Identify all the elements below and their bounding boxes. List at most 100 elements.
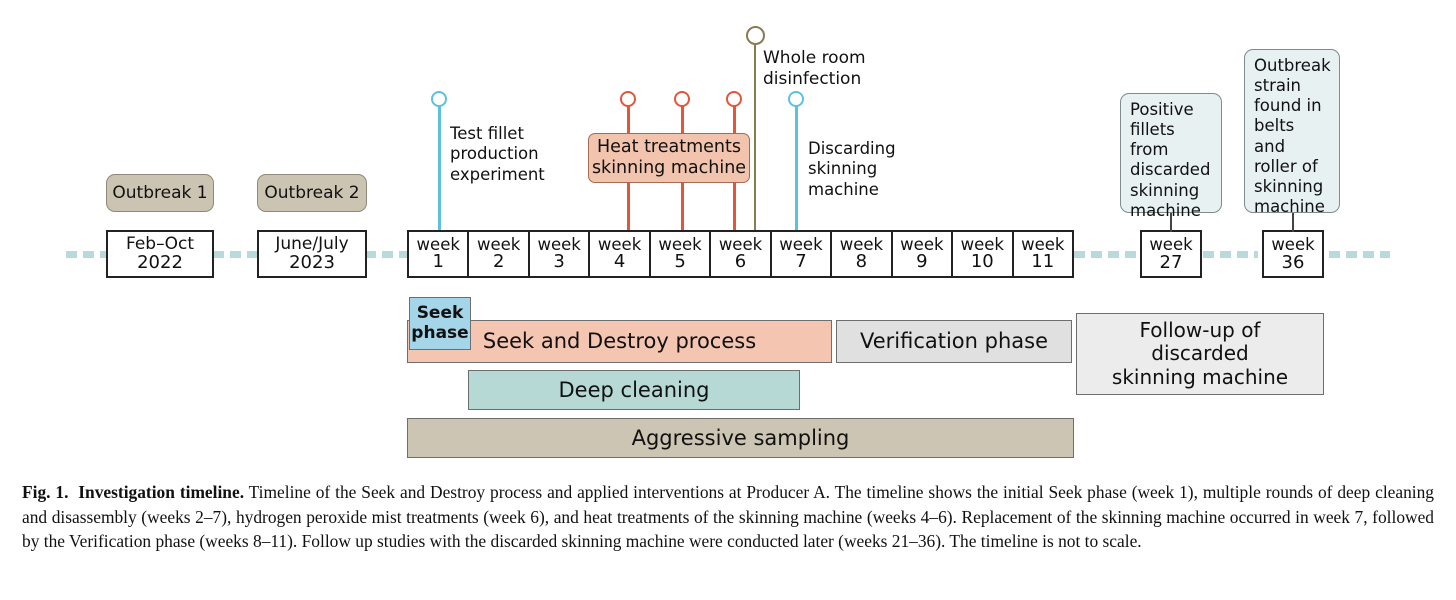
era-line-1: June/July	[275, 234, 349, 255]
week-label: week	[477, 235, 521, 255]
callout-line: Outbreak	[1254, 56, 1331, 75]
timeline-axis-segment-1	[213, 251, 259, 258]
timeline-axis-segment-4	[1203, 251, 1258, 258]
callout-line: discarded	[1130, 160, 1211, 180]
bar-seek-phase: Seek phase	[409, 297, 471, 350]
week-number: 2	[492, 251, 505, 273]
week-label: week	[658, 235, 702, 255]
week-number: 9	[916, 251, 928, 273]
outbreak-2-chip: Outbreak 2	[257, 174, 367, 212]
week-number: 11	[1031, 251, 1055, 273]
pin-head-circle-icon	[745, 26, 765, 45]
bar-label-line: Follow-up of	[1139, 318, 1261, 343]
callout-line: machine	[1254, 196, 1325, 216]
pin-label-line: Discarding	[808, 139, 896, 158]
pin-label-discarding-skinning-machine: Discarding skinning machine	[808, 139, 896, 200]
week-number: 10	[970, 251, 994, 273]
caption-body: Timeline of the Seek and Destroy process…	[22, 482, 1435, 552]
callout-stem-week-36	[1292, 212, 1294, 232]
callout-line: found in	[1254, 96, 1322, 116]
pin-label-line: experiment	[450, 164, 545, 184]
callout-line: fillets from	[1130, 120, 1175, 160]
pin-head-circle-icon	[726, 91, 743, 107]
callout-week-36: Outbreak strain found in belts and rolle…	[1244, 49, 1340, 216]
week-number: 8	[855, 251, 868, 273]
pin-label-whole-room-disinfection: Whole room disinfection	[763, 48, 866, 90]
pin-stem	[438, 106, 441, 230]
callout-line: machine	[1130, 200, 1201, 220]
week-number: 1	[432, 251, 444, 273]
bar-label-line: discarded	[1151, 341, 1249, 366]
pin-head-circle-icon	[431, 91, 448, 107]
bar-deep-cleaning: Deep cleaning	[468, 370, 800, 410]
week-box-27: week 27	[1140, 230, 1202, 278]
callout-stem-week-27	[1170, 212, 1172, 232]
week-number: 36	[1281, 252, 1305, 274]
pin-label-line: Test fillet	[450, 124, 524, 143]
era-box-feb-oct-2022: Feb–Oct 2022	[106, 230, 214, 278]
week-label: week	[960, 235, 1004, 255]
bar-label: Verification phase	[859, 329, 1049, 354]
callout-line: skinning	[1254, 176, 1324, 196]
bar-label: Aggressive sampling	[631, 425, 850, 450]
week-label: week	[718, 235, 763, 255]
callout-line: roller of	[1254, 156, 1318, 176]
heat-chip-line-1: Heat treatments	[597, 137, 741, 157]
bar-verification-phase: Verification phase	[836, 320, 1072, 363]
pin-label-test-fillet: Test fillet production experiment	[450, 124, 545, 185]
week-label: week	[900, 235, 944, 255]
seek-phase-line-1: Seek	[416, 303, 464, 324]
pin-stem	[795, 106, 798, 230]
pin-label-line: skinning	[808, 159, 878, 179]
week-number: 7	[795, 251, 807, 273]
bar-label: Seek and Destroy process	[482, 329, 757, 354]
week-label: week	[1021, 235, 1065, 255]
era-line-1: Feb–Oct	[126, 234, 194, 255]
week-box-36: week 36	[1262, 230, 1324, 278]
week-label: week	[1271, 234, 1315, 254]
week-number: 3	[553, 251, 565, 273]
era-line-2: 2022	[137, 252, 183, 274]
bar-label: Deep cleaning	[558, 377, 710, 402]
era-box-june-july-2023: June/July 2023	[257, 230, 367, 278]
pin-label-line: disinfection	[763, 69, 862, 90]
callout-line: Positive	[1130, 100, 1194, 119]
heat-chip-line-2: skinning machine	[591, 158, 747, 178]
bar-follow-up-discarded-skinning-machine: Follow-up of discarded skinning machine	[1076, 313, 1324, 395]
seek-phase-line-2: phase	[411, 322, 469, 343]
pin-head-circle-icon	[620, 91, 637, 107]
pin-head-circle-icon	[788, 91, 805, 107]
pin-head-circle-icon	[674, 91, 691, 107]
timeline-axis-segment-3	[1074, 251, 1140, 258]
timeline-axis-segment-2	[365, 251, 407, 258]
pin-label-line: machine	[808, 179, 879, 199]
week-number: 27	[1159, 252, 1183, 274]
caption-figure-number: Fig. 1.	[22, 482, 69, 502]
week-label: week	[839, 235, 884, 255]
week-label: week	[779, 235, 823, 255]
bar-label-line: skinning machine	[1111, 364, 1289, 389]
bar-seek-and-destroy-process: Seek and Destroy process	[407, 320, 832, 363]
figure-caption: Fig. 1. Investigation timeline. Timeline…	[22, 480, 1434, 554]
timeline-axis-segment-right	[1329, 251, 1390, 258]
callout-line: strain	[1254, 76, 1302, 96]
callout-week-27: Positive fillets from discarded skinning…	[1120, 93, 1222, 220]
pin-label-line: production	[450, 144, 539, 164]
pin-label-line: Whole room	[763, 48, 866, 68]
week-label: week	[597, 235, 642, 255]
heat-treatments-chip: Heat treatments skinning machine	[588, 133, 750, 183]
week-number: 6	[734, 251, 747, 273]
week-label: week	[537, 235, 581, 255]
